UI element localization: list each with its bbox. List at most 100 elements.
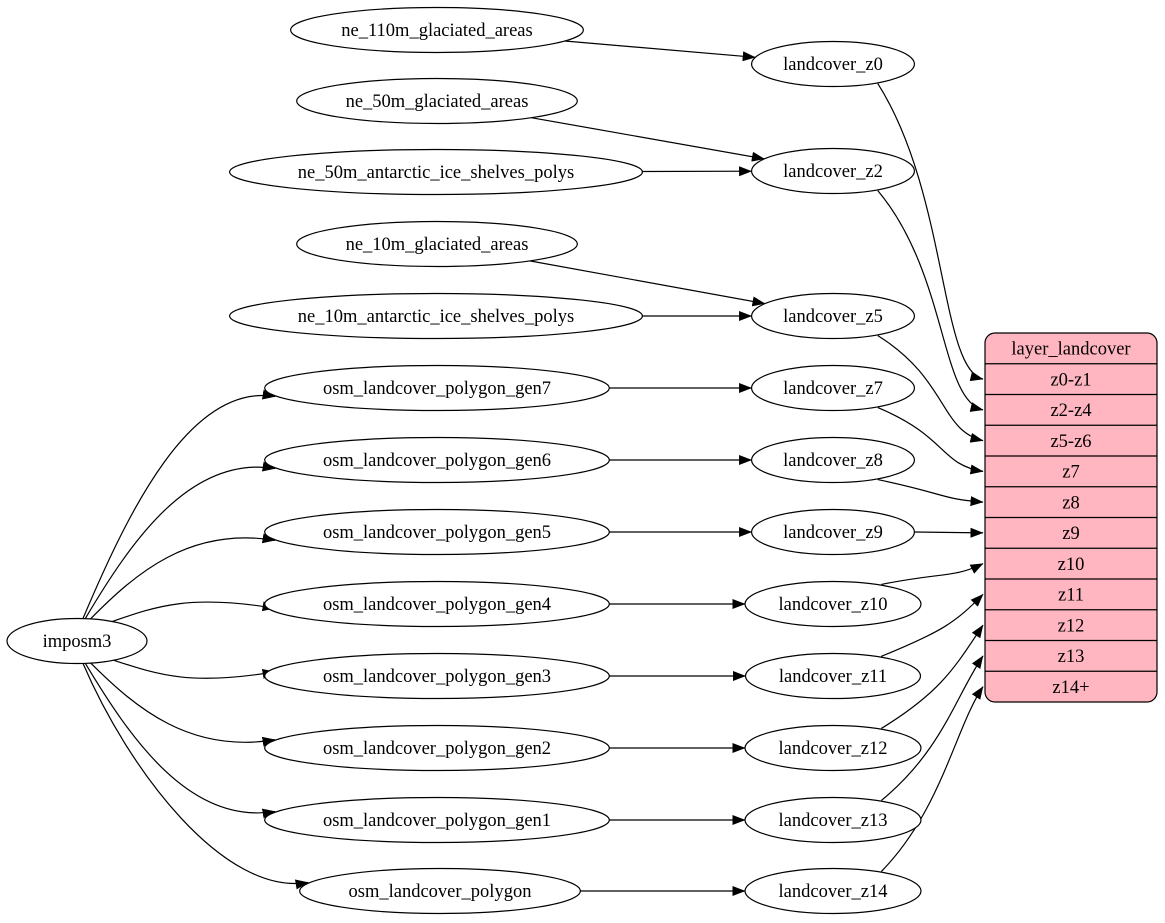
edge-imposm3-to-osm_landcover_polygon_gen5 [90, 533, 276, 620]
node-label-osm_landcover_polygon_gen4: osm_landcover_polygon_gen4 [323, 595, 551, 615]
node-osm_landcover_polygon_gen2: osm_landcover_polygon_gen2 [264, 724, 610, 772]
edge-imposm3-to-osm_landcover_polygon_gen7 [82, 389, 276, 619]
table-row-z10: z10 [1058, 555, 1085, 575]
node-ellipse-landcover_z9 [750, 508, 916, 556]
edge-landcover_z11-to-layer_landcover-z11 [880, 593, 984, 657]
edge-ne_110m_glaciated_areas-to-landcover_z0 [564, 40, 756, 62]
table-row-z7: z7 [1062, 463, 1079, 483]
node-imposm3: imposm3 [6, 617, 148, 665]
node-osm_landcover_polygon_gen5: osm_landcover_polygon_gen5 [264, 508, 610, 556]
node-label-ne_10m_glaciated_areas: ne_10m_glaciated_areas [346, 235, 529, 255]
node-ellipse-landcover_z13 [744, 796, 922, 844]
node-ne_50m_glaciated_areas: ne_50m_glaciated_areas [296, 77, 578, 125]
edge-landcover_z5-to-layer_landcover-z5-z6 [877, 335, 984, 443]
table-row-z14+: z14+ [1052, 678, 1089, 698]
node-osm_landcover_polygon_gen6: osm_landcover_polygon_gen6 [264, 436, 610, 484]
node-label-landcover_z0: landcover_z0 [783, 55, 883, 75]
edge-landcover_z14-to-layer_landcover-z14+ [880, 686, 984, 872]
node-landcover_z7: landcover_z7 [750, 364, 916, 412]
node-ellipse-landcover_z0 [750, 40, 916, 88]
node-label-landcover_z12: landcover_z12 [779, 739, 888, 759]
node-landcover_z13: landcover_z13 [744, 796, 922, 844]
node-ne_10m_antarctic_ice_shelves_polys: ne_10m_antarctic_ice_shelves_polys [228, 292, 644, 340]
node-label-landcover_z8: landcover_z8 [783, 451, 883, 471]
table-row-z2-z4: z2-z4 [1050, 401, 1091, 421]
node-label-osm_landcover_polygon_gen7: osm_landcover_polygon_gen7 [323, 379, 551, 399]
nodes-layer: imposm3 ne_110m_glaciated_areas ne_50m_gla… [6, 6, 922, 915]
node-label-landcover_z10: landcover_z10 [779, 595, 888, 615]
node-landcover_z8: landcover_z8 [750, 436, 916, 484]
edge-landcover_z13-to-layer_landcover-z13 [881, 655, 984, 801]
node-osm_landcover_polygon_gen7: osm_landcover_polygon_gen7 [264, 364, 610, 412]
node-label-landcover_z11: landcover_z11 [779, 667, 887, 687]
edge-landcover_z10-to-layer_landcover-z10 [881, 563, 984, 586]
node-ellipse-ne_50m_antarctic_ice_shelves_polys [228, 148, 644, 196]
table-layer_landcover: layer_landcoverz0-z1z2-z4z5-z6z7z8z9z10z… [984, 332, 1158, 703]
edge-imposm3-to-osm_landcover_polygon_gen4 [111, 601, 276, 623]
table-row-z8: z8 [1062, 493, 1079, 513]
edges-layer [82, 40, 984, 896]
node-landcover_z11: landcover_z11 [744, 652, 922, 700]
edge-imposm3-to-osm_landcover_polygon_gen3 [113, 659, 276, 679]
edge-landcover_z7-to-layer_landcover-z7 [877, 407, 984, 475]
node-landcover_z2: landcover_z2 [750, 147, 916, 195]
edge-imposm3-to-osm_landcover_polygon_gen6 [84, 461, 276, 619]
node-label-landcover_z7: landcover_z7 [783, 379, 883, 399]
node-osm_landcover_polygon: osm_landcover_polygon [299, 867, 581, 915]
node-ellipse-ne_10m_glaciated_areas [296, 220, 578, 268]
node-osm_landcover_polygon_gen4: osm_landcover_polygon_gen4 [264, 580, 610, 628]
node-landcover_z10: landcover_z10 [744, 580, 922, 628]
node-label-ne_10m_antarctic_ice_shelves_polys: ne_10m_antarctic_ice_shelves_polys [298, 307, 574, 327]
node-ne_50m_antarctic_ice_shelves_polys: ne_50m_antarctic_ice_shelves_polys [228, 148, 644, 196]
node-osm_landcover_polygon_gen1: osm_landcover_polygon_gen1 [264, 796, 610, 844]
node-ellipse-osm_landcover_polygon_gen4 [264, 580, 610, 628]
table-row-z11: z11 [1058, 586, 1084, 606]
node-ellipse-osm_landcover_polygon [299, 867, 581, 915]
node-ellipse-landcover_z14 [744, 867, 922, 915]
node-landcover_z0: landcover_z0 [750, 40, 916, 88]
node-osm_landcover_polygon_gen3: osm_landcover_polygon_gen3 [264, 652, 610, 700]
node-label-osm_landcover_polygon_gen6: osm_landcover_polygon_gen6 [323, 451, 551, 471]
edge-imposm3-to-osm_landcover_polygon_gen1 [84, 663, 276, 819]
node-label-osm_landcover_polygon: osm_landcover_polygon [349, 882, 532, 902]
node-ellipse-landcover_z5 [750, 292, 916, 340]
node-ellipse-landcover_z10 [744, 580, 922, 628]
node-ellipse-landcover_z11 [744, 652, 922, 700]
edge-landcover_z9-to-layer_landcover-z9 [914, 527, 984, 538]
edge-ne_50m_glaciated_areas-to-landcover_z2 [531, 117, 765, 162]
table-row-z12: z12 [1058, 616, 1085, 636]
node-ellipse-osm_landcover_polygon_gen5 [264, 508, 610, 556]
node-ellipse-osm_landcover_polygon_gen1 [264, 796, 610, 844]
node-ellipse-landcover_z8 [750, 436, 916, 484]
edge-landcover_z8-to-layer_landcover-z8 [877, 478, 984, 507]
node-ne_110m_glaciated_areas: ne_110m_glaciated_areas [290, 6, 584, 54]
node-landcover_z12: landcover_z12 [744, 724, 922, 772]
table-row-z9: z9 [1062, 524, 1079, 544]
node-label-ne_50m_antarctic_ice_shelves_polys: ne_50m_antarctic_ice_shelves_polys [298, 163, 574, 183]
edge-landcover_z2-to-layer_landcover-z2-z4 [877, 190, 984, 412]
node-ellipse-ne_50m_glaciated_areas [296, 77, 578, 125]
node-ellipse-osm_landcover_polygon_gen2 [264, 724, 610, 772]
node-label-landcover_z2: landcover_z2 [783, 162, 883, 182]
edge-imposm3-to-osm_landcover_polygon_gen2 [90, 662, 276, 747]
node-ellipse-ne_10m_antarctic_ice_shelves_polys [228, 292, 644, 340]
edge-ne_10m_glaciated_areas-to-landcover_z5 [529, 260, 766, 307]
node-ellipse-ne_110m_glaciated_areas [290, 6, 584, 54]
edge-landcover_z0-to-layer_landcover-z0-z1 [877, 83, 984, 382]
node-label-osm_landcover_polygon_gen5: osm_landcover_polygon_gen5 [323, 523, 551, 543]
node-ellipse-osm_landcover_polygon_gen3 [264, 652, 610, 700]
node-label-ne_50m_glaciated_areas: ne_50m_glaciated_areas [346, 92, 529, 112]
table-title: layer_landcover [1011, 340, 1130, 360]
node-ellipse-imposm3 [6, 617, 148, 665]
node-ellipse-osm_landcover_polygon_gen7 [264, 364, 610, 412]
node-label-landcover_z5: landcover_z5 [783, 307, 883, 327]
node-landcover_z5: landcover_z5 [750, 292, 916, 340]
node-ellipse-landcover_z12 [744, 724, 922, 772]
node-label-osm_landcover_polygon_gen1: osm_landcover_polygon_gen1 [323, 811, 551, 831]
node-ellipse-landcover_z2 [750, 147, 916, 195]
node-label-osm_landcover_polygon_gen3: osm_landcover_polygon_gen3 [323, 667, 551, 687]
node-label-landcover_z14: landcover_z14 [779, 882, 888, 902]
node-label-ne_110m_glaciated_areas: ne_110m_glaciated_areas [341, 21, 532, 41]
